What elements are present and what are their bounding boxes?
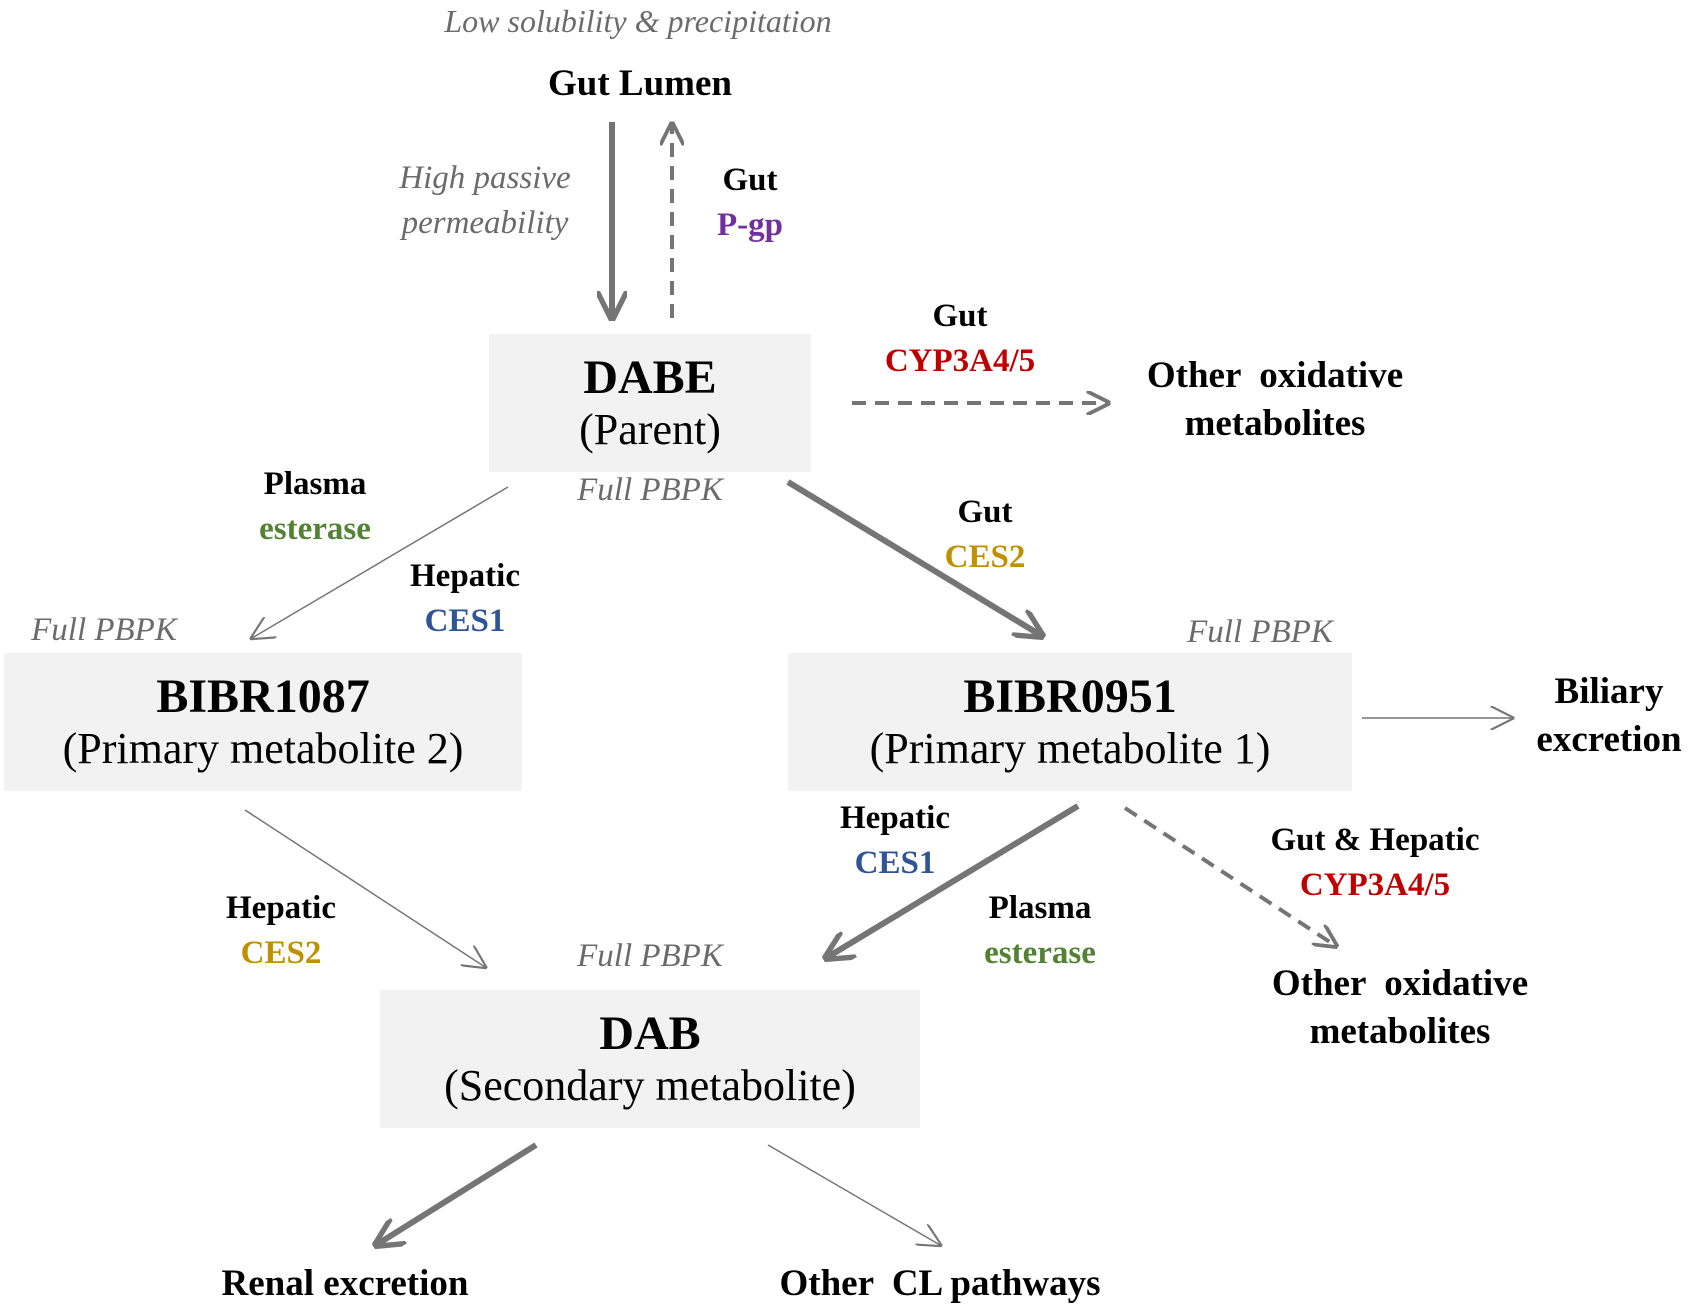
arrow-dab-to-other-cl <box>767 1144 940 1245</box>
edge-0951-dab-plasma-site: Plasma <box>988 890 1092 926</box>
node-bibr1087-tag: Full PBPK <box>31 612 177 648</box>
edge-dabe-oxid-label: Gut CYP3A4/5 <box>860 294 1060 383</box>
arrow-bibr0951-to-dab <box>826 803 1080 958</box>
arrow-dab-to-renal <box>376 1142 538 1245</box>
output-biliary-line-1: Biliary <box>1554 671 1664 712</box>
permeability-label: High passive permeability <box>380 156 590 245</box>
output-oxidative-bottom: Other oxidative metabolites <box>1240 960 1560 1056</box>
output-other-cl: Other CL pathways <box>779 1263 1101 1304</box>
edge-1087-dab-enzyme: CES2 <box>240 934 322 971</box>
output-oxidative-top: Other oxidative metabolites <box>1120 352 1430 448</box>
edge-dabe-0951-enzyme: CES2 <box>944 538 1026 575</box>
node-dab: DAB (Secondary metabolite) <box>380 990 920 1128</box>
edge-0951-dab-hepatic-label: Hepatic CES1 <box>810 796 980 885</box>
edge-dabe-0951-site: Gut <box>957 494 1013 530</box>
edge-dabe-1087-plasma-site: Plasma <box>263 466 367 502</box>
solubility-caption: Low solubility & precipitation <box>444 3 832 39</box>
edge-dabe-oxid-site: Gut <box>932 298 988 334</box>
edge-dabe-0951-label: Gut CES2 <box>905 490 1065 579</box>
permeability-line-2: permeability <box>401 204 569 241</box>
output-biliary-line-2: excretion <box>1536 719 1682 761</box>
arrow-dabe-to-bibr1087 <box>252 486 509 638</box>
output-oxidative-bottom-line-2: metabolites <box>1309 1011 1491 1053</box>
edge-0951-dab-plasma-enzyme: esterase <box>984 934 1096 971</box>
edge-dabe-1087-hepatic-site: Hepatic <box>410 558 520 594</box>
node-bibr0951-role: (Primary metabolite 1) <box>869 724 1271 774</box>
edge-0951-oxid-label: Gut & Hepatic CYP3A4/5 <box>1240 818 1510 907</box>
node-bibr0951-tag: Full PBPK <box>1187 614 1333 650</box>
edge-dabe-1087-plasma-label: Plasma esterase <box>230 462 400 551</box>
edge-0951-dab-hepatic-site: Hepatic <box>840 800 950 836</box>
output-biliary: Biliary excretion <box>1520 668 1698 764</box>
output-oxidative-bottom-line-1: Other oxidative <box>1271 963 1529 1004</box>
output-renal: Renal excretion <box>221 1263 469 1304</box>
edge-0951-oxid-site: Gut & Hepatic <box>1270 822 1480 858</box>
output-oxidative-top-line-1: Other oxidative <box>1146 355 1404 396</box>
pgp-enzyme: P-gp <box>717 206 783 243</box>
node-dabe: DABE (Parent) <box>489 334 811 472</box>
edge-dabe-oxid-enzyme: CYP3A4/5 <box>884 342 1036 379</box>
arrow-bibr0951-to-oxidative <box>1123 806 1336 946</box>
output-oxidative-top-line-2: metabolites <box>1184 403 1366 445</box>
edge-1087-dab-site: Hepatic <box>226 890 336 926</box>
arrow-dabe-to-bibr0951 <box>786 479 1042 636</box>
pgp-site: Gut <box>722 162 778 198</box>
edge-1087-dab-label: Hepatic CES2 <box>196 886 366 975</box>
edge-0951-oxid-enzyme: CYP3A4/5 <box>1299 866 1451 903</box>
arrow-bibr1087-to-dab <box>244 809 485 967</box>
edge-dabe-1087-hepatic-enzyme: CES1 <box>424 602 506 639</box>
node-bibr1087-role: (Primary metabolite 2) <box>62 724 464 774</box>
node-dabe-tag: Full PBPK <box>577 472 723 508</box>
node-bibr1087-name: BIBR1087 <box>156 670 370 724</box>
edge-0951-dab-hepatic-enzyme: CES1 <box>854 844 936 881</box>
node-bibr0951-name: BIBR0951 <box>963 670 1177 724</box>
node-dabe-name: DABE <box>583 351 717 405</box>
node-dab-tag: Full PBPK <box>577 938 723 974</box>
pgp-label: Gut P-gp <box>700 158 800 247</box>
permeability-line-1: High passive <box>399 160 571 196</box>
node-bibr1087: BIBR1087 (Primary metabolite 2) <box>4 653 522 791</box>
node-dabe-role: (Parent) <box>579 405 721 455</box>
gut-lumen-label: Gut Lumen <box>547 63 732 104</box>
node-dab-role: (Secondary metabolite) <box>444 1061 856 1111</box>
edge-dabe-1087-plasma-enzyme: esterase <box>259 510 371 547</box>
node-bibr0951: BIBR0951 (Primary metabolite 1) <box>788 653 1352 791</box>
node-dab-name: DAB <box>599 1007 701 1061</box>
edge-0951-dab-plasma-label: Plasma esterase <box>955 886 1125 975</box>
edge-dabe-1087-hepatic-label: Hepatic CES1 <box>380 554 550 643</box>
